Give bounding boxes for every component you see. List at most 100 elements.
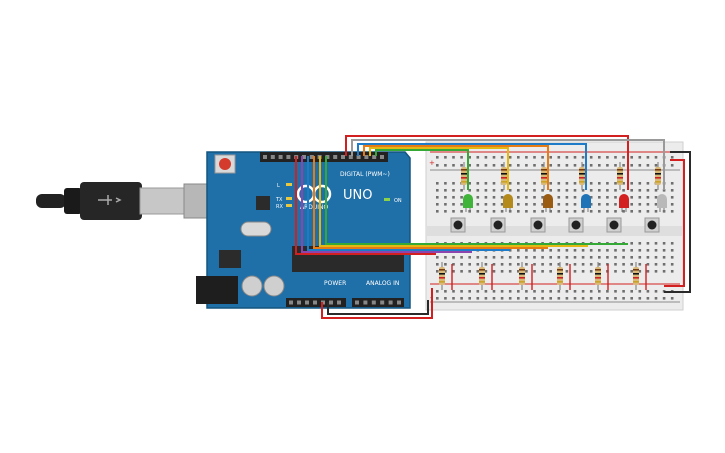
breadboard-hole[interactable] — [444, 297, 447, 300]
breadboard-hole[interactable] — [646, 156, 650, 159]
breadboard-hole[interactable] — [517, 270, 520, 273]
breadboard-hole[interactable] — [460, 263, 463, 266]
resistor-led-4[interactable] — [579, 162, 585, 190]
breadboard-hole[interactable] — [557, 196, 561, 199]
breadboard-hole[interactable] — [606, 189, 609, 192]
breadboard-hole[interactable] — [573, 263, 577, 266]
breadboard-hole[interactable] — [508, 189, 512, 192]
breadboard-hole[interactable] — [452, 156, 455, 159]
breadboard-hole[interactable] — [533, 270, 536, 273]
breadboard-hole[interactable] — [614, 290, 617, 293]
breadboard-hole[interactable] — [654, 270, 658, 273]
digital-pin-hole[interactable] — [286, 155, 291, 159]
breadboard-hole[interactable] — [589, 203, 593, 206]
breadboard-hole[interactable] — [541, 196, 544, 199]
breadboard-hole[interactable] — [492, 203, 496, 206]
breadboard-hole[interactable] — [646, 256, 650, 259]
breadboard-hole[interactable] — [468, 182, 471, 185]
breadboard-hole[interactable] — [460, 203, 463, 206]
breadboard-hole[interactable] — [484, 203, 488, 206]
wires[interactable] — [295, 135, 691, 319]
breadboard-hole[interactable] — [654, 242, 658, 245]
breadboard-hole[interactable] — [614, 249, 617, 252]
breadboard-hole[interactable] — [444, 263, 447, 266]
breadboard-hole[interactable] — [638, 196, 642, 199]
breadboard-hole[interactable] — [476, 196, 480, 199]
breadboard-hole[interactable] — [654, 249, 658, 252]
breadboard-hole[interactable] — [662, 189, 666, 192]
resistor-led-5[interactable] — [617, 162, 623, 190]
breadboard-hole[interactable] — [484, 270, 488, 273]
breadboard-hole[interactable] — [630, 203, 633, 206]
breadboard-hole[interactable] — [638, 290, 642, 293]
breadboard-hole[interactable] — [662, 297, 666, 300]
breadboard-hole[interactable] — [525, 297, 528, 300]
breadboard-hole[interactable] — [549, 270, 552, 273]
breadboard-hole[interactable] — [484, 210, 488, 213]
breadboard-hole[interactable] — [468, 156, 471, 159]
breadboard-hole[interactable] — [452, 297, 455, 300]
breadboard-hole[interactable] — [630, 182, 633, 185]
breadboard-hole[interactable] — [622, 290, 625, 293]
breadboard-hole[interactable] — [573, 270, 577, 273]
breadboard-hole[interactable] — [525, 256, 528, 259]
digital-pin-hole[interactable] — [325, 155, 330, 159]
breadboard-hole[interactable] — [517, 249, 520, 252]
breadboard-hole[interactable] — [541, 297, 544, 300]
breadboard-hole[interactable] — [476, 297, 480, 300]
breadboard-hole[interactable] — [638, 249, 642, 252]
breadboard-hole[interactable] — [500, 203, 504, 206]
breadboard-hole[interactable] — [662, 270, 666, 273]
breadboard-hole[interactable] — [476, 270, 480, 273]
breadboard-hole[interactable] — [533, 189, 536, 192]
push-button-cap[interactable] — [609, 220, 619, 230]
breadboard-hole[interactable] — [630, 270, 633, 273]
digital-pin-hole[interactable] — [270, 155, 275, 159]
breadboard-hole[interactable] — [598, 182, 601, 185]
breadboard-hole[interactable] — [614, 182, 617, 185]
breadboard-hole[interactable] — [541, 263, 544, 266]
breadboard-hole[interactable] — [492, 290, 496, 293]
breadboard-hole[interactable] — [517, 263, 520, 266]
breadboard-hole[interactable] — [549, 249, 552, 252]
breadboard-hole[interactable] — [484, 189, 488, 192]
push-button-3[interactable] — [530, 217, 546, 233]
breadboard-hole[interactable] — [484, 290, 488, 293]
breadboard-hole[interactable] — [581, 210, 585, 213]
breadboard-hole[interactable] — [638, 189, 642, 192]
breadboard-hole[interactable] — [476, 290, 480, 293]
breadboard-hole[interactable] — [484, 156, 488, 159]
breadboard-hole[interactable] — [654, 256, 658, 259]
breadboard-hole[interactable] — [468, 189, 471, 192]
breadboard-hole[interactable] — [573, 297, 577, 300]
breadboard-hole[interactable] — [460, 290, 463, 293]
breadboard-hole[interactable] — [533, 290, 536, 293]
breadboard-hole[interactable] — [630, 263, 633, 266]
breadboard-hole[interactable] — [630, 242, 633, 245]
breadboard-hole[interactable] — [670, 297, 674, 300]
breadboard-hole[interactable] — [517, 156, 520, 159]
breadboard-hole[interactable] — [500, 256, 504, 259]
breadboard-hole[interactable] — [460, 196, 463, 199]
wire-purple-button[interactable] — [301, 156, 472, 253]
breadboard-hole[interactable] — [606, 290, 609, 293]
digital-pin-hole[interactable] — [341, 155, 345, 159]
breadboard-hole[interactable] — [670, 196, 674, 199]
digital-pin-hole[interactable] — [348, 155, 353, 159]
breadboard-hole[interactable] — [468, 270, 471, 273]
breadboard-hole[interactable] — [565, 196, 569, 199]
breadboard-hole[interactable] — [598, 164, 601, 167]
breadboard-hole[interactable] — [460, 210, 463, 213]
breadboard-hole[interactable] — [646, 182, 650, 185]
breadboard-hole[interactable] — [468, 290, 471, 293]
breadboard-hole[interactable] — [533, 164, 536, 167]
breadboard-hole[interactable] — [630, 256, 633, 259]
wire-yellow-button[interactable] — [319, 156, 588, 247]
breadboard-hole[interactable] — [606, 210, 609, 213]
breadboard-hole[interactable] — [508, 290, 512, 293]
breadboard-hole[interactable] — [614, 189, 617, 192]
breadboard-hole[interactable] — [670, 270, 674, 273]
breadboard-hole[interactable] — [638, 270, 642, 273]
breadboard-hole[interactable] — [670, 256, 674, 259]
breadboard-hole[interactable] — [468, 297, 471, 300]
